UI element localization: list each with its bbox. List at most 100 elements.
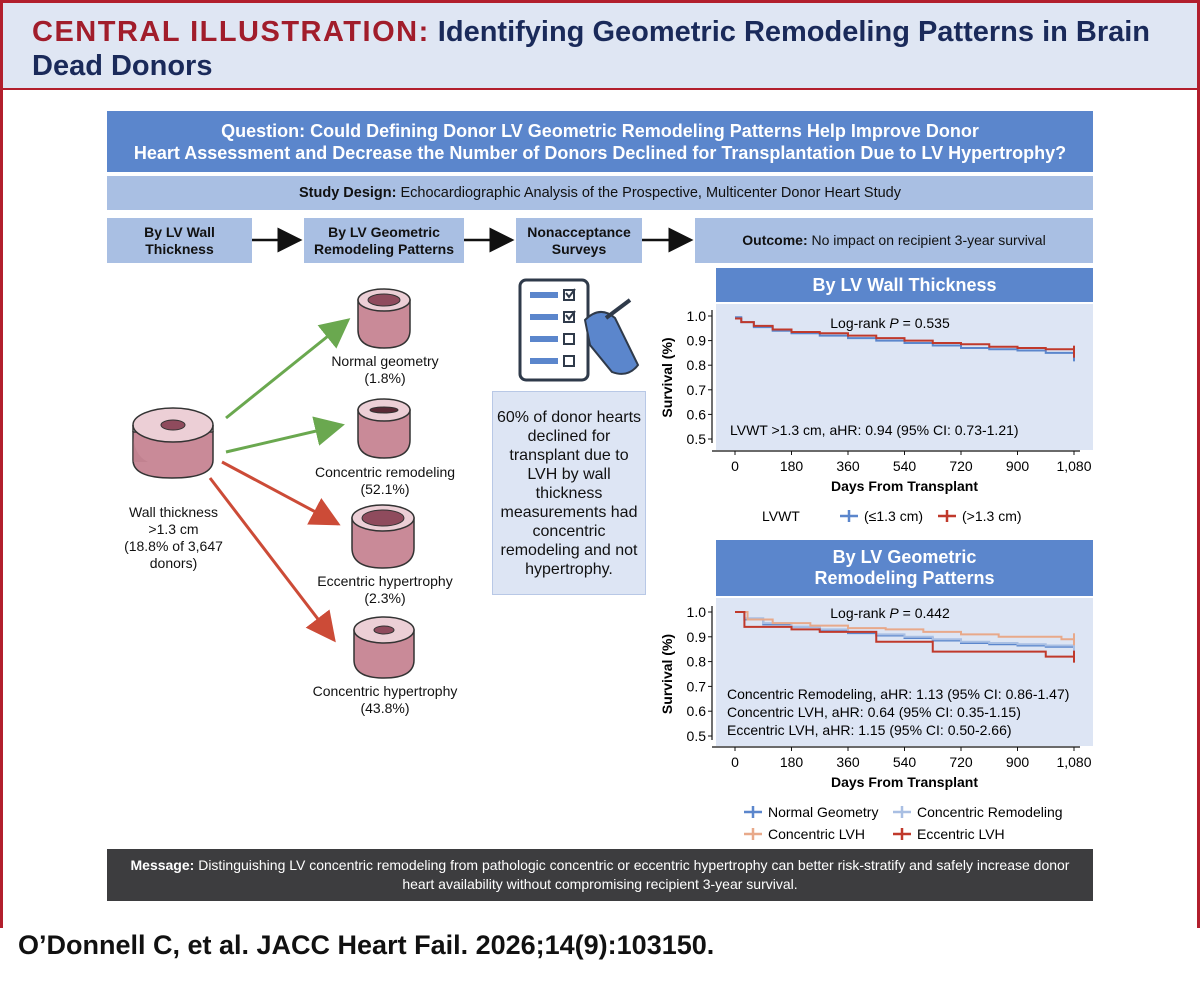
survey-clipboard-icon <box>518 278 640 382</box>
chart1-logrank-annotation: Log-rank P = 0.535 <box>830 315 950 331</box>
chart2-y-axis-label: Survival (%) <box>659 634 675 714</box>
question-box: Question: Could Defining Donor LV Geomet… <box>107 111 1093 172</box>
chart1-legend-title: LVWT <box>762 508 800 524</box>
chart2-x-tick-label: 1,080 <box>1056 754 1091 770</box>
chart1-legend-le13-label: (≤1.3 cm) <box>864 508 923 524</box>
concentric-remodeling-name: Concentric remodeling <box>314 464 456 480</box>
main-heart-label: Wall thickness >1.3 cm (18.8% of 3,647 d… <box>96 504 251 572</box>
heart-icon-main <box>132 407 214 479</box>
chart2-x-axis-label: Days From Transplant <box>831 774 978 790</box>
chart2-annotation-2: Concentric LVH, aHR: 0.64 (95% CI: 0.35-… <box>727 704 1021 720</box>
normal-geometry-pct: (1.8%) <box>364 370 406 386</box>
chart2-x-tick-label: 360 <box>836 754 860 770</box>
concentric-remodeling-label: Concentric remodeling(52.1%) <box>290 464 480 498</box>
question-line1: Question: Could Defining Donor LV Geomet… <box>221 120 979 141</box>
chart1-logrank-prefix: Log-rank <box>830 315 889 331</box>
chart1-y-tick-label: 0.6 <box>687 406 707 422</box>
chart1-legend-gt13-label: (>1.3 cm) <box>962 508 1022 524</box>
chart1-x-tick-label: 0 <box>731 458 739 474</box>
concentric-hypertrophy-label: Concentric hypertrophy(43.8%) <box>290 683 480 717</box>
chart2-logrank-annotation: Log-rank P = 0.442 <box>830 605 950 621</box>
concentric-remodeling-pct: (52.1%) <box>360 481 410 497</box>
chart1-y-tick-label: 1.0 <box>687 308 707 324</box>
callout-box: 60% of donor hearts declined for transpl… <box>492 391 646 595</box>
step-geometric-patterns-label: By LV Geometric Remodeling Patterns <box>313 223 455 257</box>
header: CENTRAL ILLUSTRATION: Identifying Geomet… <box>3 3 1197 90</box>
chart2-annotation-3: Eccentric LVH, aHR: 1.15 (95% CI: 0.50-2… <box>727 722 1012 738</box>
chart2-legend-conc-rem-label: Concentric Remodeling <box>917 804 1063 820</box>
chart2-annotation-1: Concentric Remodeling, aHR: 1.13 (95% CI… <box>727 686 1069 702</box>
chart1-x-tick-label: 360 <box>836 458 860 474</box>
eccentric-hypertrophy-name: Eccentric hypertrophy <box>317 573 453 589</box>
chart2-y-tick-label: 0.8 <box>687 654 707 670</box>
chart2-series-line-4 <box>735 611 1074 658</box>
chart2-logrank-p: P <box>889 605 899 621</box>
question-line2: Heart Assessment and Decrease the Number… <box>133 142 1067 163</box>
chart2-y-tick-label: 0.9 <box>687 629 707 645</box>
chart1-logrank-p: P <box>889 315 899 331</box>
arrow-to-concentric-hypertrophy <box>208 477 336 643</box>
main-heart-line1: Wall thickness <box>129 504 218 520</box>
chart2-x-tick-label: 180 <box>780 754 804 770</box>
chart1-y-axis-label: Survival (%) <box>659 337 675 417</box>
study-design-box: Study Design: Echocardiographic Analysis… <box>107 176 1093 210</box>
concentric-hypertrophy-pct: (43.8%) <box>360 700 410 716</box>
main-heart-line4: donors) <box>149 555 198 571</box>
step-outcome: Outcome: No impact on recipient 3-year s… <box>695 218 1093 263</box>
outcome-text: No impact on recipient 3-year survival <box>811 232 1046 248</box>
step-nonacceptance: Nonacceptance Surveys <box>516 218 642 263</box>
chart1-y-tick-label: 0.5 <box>687 431 707 447</box>
step-geometric-patterns: By LV Geometric Remodeling Patterns <box>304 218 464 263</box>
chart2-legend-conc-lvh-label: Concentric LVH <box>768 826 865 842</box>
normal-geometry-name: Normal geometry <box>331 353 439 369</box>
citation: O’Donnell C, et al. JACC Heart Fail. 202… <box>18 930 715 960</box>
chart2-series-line-3 <box>735 611 1074 641</box>
heart-icon-concentric-hypertrophy <box>353 616 415 679</box>
chart1-y-tick-label: 0.8 <box>687 357 707 373</box>
header-label: CENTRAL ILLUSTRATION: <box>32 16 430 48</box>
chart1-title-text: By LV Wall Thickness <box>812 274 997 295</box>
chart1-x-tick-label: 720 <box>949 458 973 474</box>
callout-text: 60% of donor hearts declined for transpl… <box>496 408 642 578</box>
chart1-logrank-value: = 0.535 <box>899 315 950 331</box>
main-heart-line2: >1.3 cm <box>148 521 199 537</box>
figure-frame <box>0 0 1200 928</box>
main-heart-line3: (18.8% of 3,647 <box>124 538 223 554</box>
page-title: CENTRAL ILLUSTRATION: Identifying Geomet… <box>32 15 1182 83</box>
arrow-to-eccentric <box>221 460 341 526</box>
heart-icon-concentric-remodeling <box>357 398 411 459</box>
step-wall-thickness: By LV Wall Thickness <box>107 218 252 263</box>
normal-geometry-label: Normal geometry(1.8%) <box>300 353 470 387</box>
heart-icon-normal <box>357 288 411 349</box>
chart2-y-tick-label: 0.5 <box>687 728 707 744</box>
chart1-x-tick-label: 900 <box>1006 458 1030 474</box>
eccentric-hypertrophy-pct: (2.3%) <box>364 590 406 606</box>
concentric-hypertrophy-name: Concentric hypertrophy <box>312 683 458 699</box>
chart1-x-tick-label: 540 <box>893 458 917 474</box>
chart2-y-tick-label: 0.7 <box>687 678 707 694</box>
chart2-y-tick-label: 0.6 <box>687 703 707 719</box>
chart2-logrank-value: = 0.442 <box>899 605 950 621</box>
chart1-annotation-1: LVWT >1.3 cm, aHR: 0.94 (95% CI: 0.73-1.… <box>730 422 1019 438</box>
message-text: Distinguishing LV concentric remodeling … <box>198 857 1070 892</box>
step-wall-thickness-label: By LV Wall Thickness <box>144 223 215 257</box>
chart2-y-tick-label: 1.0 <box>687 604 707 620</box>
message-label: Message: <box>130 857 195 873</box>
chart1-series-line-2 <box>735 317 1075 352</box>
chart1-series-line-1 <box>735 316 1075 356</box>
arrow-to-normal <box>225 318 351 420</box>
arrow-to-concentric-remodeling <box>225 416 345 454</box>
chart1-y-tick-label: 0.7 <box>687 382 707 398</box>
chart2-title-text: By LV Geometric Remodeling Patterns <box>814 547 995 588</box>
chart2-logrank-prefix: Log-rank <box>830 605 889 621</box>
chart1-title: By LV Wall Thickness <box>716 268 1093 302</box>
eccentric-hypertrophy-label: Eccentric hypertrophy(2.3%) <box>290 573 480 607</box>
step-nonacceptance-label: Nonacceptance Surveys <box>527 223 631 257</box>
chart2-legend-normal-label: Normal Geometry <box>768 804 878 820</box>
study-design-text: Echocardiographic Analysis of the Prospe… <box>400 185 902 201</box>
heart-icon-eccentric-hypertrophy <box>351 504 415 569</box>
chart1-x-tick-label: 180 <box>780 458 804 474</box>
